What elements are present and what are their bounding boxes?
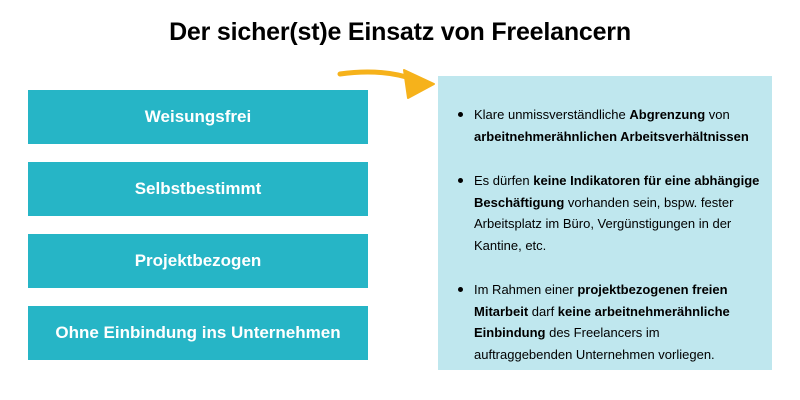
criteria-box-ohne-einbindung: Ohne Einbindung ins Unternehmen	[28, 306, 368, 360]
bullet-text: vorhanden sein, bspw. fester Arbeitsplat…	[474, 194, 734, 253]
bullet-text: Klare unmissverständliche	[474, 107, 630, 122]
bullet-bold-text: arbeitnehmerähnlichen Arbeitsverhältniss…	[474, 128, 749, 144]
bullet-item: Im Rahmen einer projektbezogenen freien …	[456, 279, 760, 365]
bullet-text: des Freelancers im auftraggebenden Unter…	[474, 325, 715, 362]
bullet-text: Es dürfen	[474, 173, 534, 188]
bullet-text: darf	[528, 303, 558, 319]
bullet-bold-text: Abgrenzung	[629, 107, 706, 122]
criteria-box-weisungsfrei: Weisungsfrei	[28, 90, 368, 144]
bullet-item: Klare unmissverständliche Abgrenzung von…	[456, 104, 760, 147]
bullet-text: Im Rahmen einer	[474, 282, 578, 297]
bullet-bold-text: projektbezogenen freien Mitarbeit	[474, 282, 728, 319]
criteria-list: Weisungsfrei Selbstbestimmt Projektbezog…	[28, 90, 368, 378]
criteria-box-selbstbestimmt: Selbstbestimmt	[28, 162, 368, 216]
details-panel: Klare unmissverständliche Abgrenzung von…	[438, 76, 772, 370]
bullet-bold-text: keine arbeitnehmerähnliche Einbindung	[474, 303, 730, 341]
bullet-list: Klare unmissverständliche Abgrenzung von…	[456, 104, 760, 365]
arrow-icon	[337, 69, 435, 99]
bullet-item: Es dürfen keine Indikatoren für eine abh…	[456, 170, 760, 256]
page-title: Der sicher(st)e Einsatz von Freelancern	[169, 18, 631, 46]
criteria-box-projektbezogen: Projektbezogen	[28, 234, 368, 288]
bullet-text: von	[705, 107, 730, 122]
bullet-bold-text: keine Indikatoren für eine abhängige Bes…	[474, 173, 760, 210]
